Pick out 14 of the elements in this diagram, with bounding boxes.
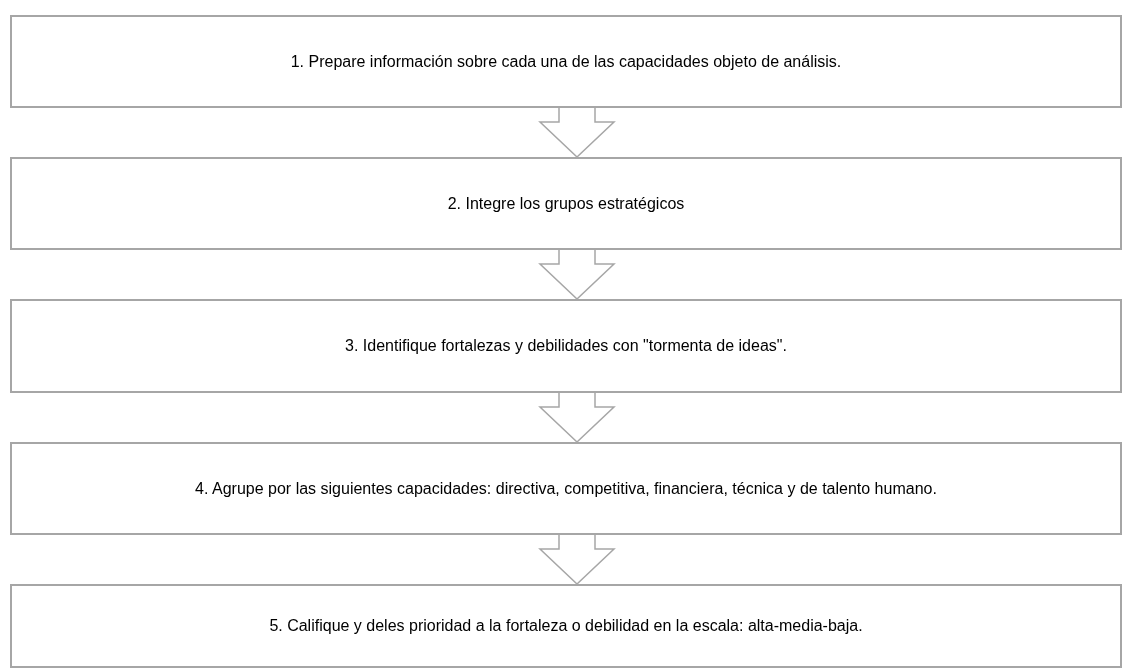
step-text: 5. Califique y deles prioridad a la fortaleza o debilidad en la escala: alta-media-baja. [269,616,863,636]
step-box [10,584,1122,668]
step-text: 4. Agrupe por las siguientes capacidades: directiva, competitiva, financiera, técnica y de talento humano. [195,478,937,499]
block-arrow [538,107,616,159]
step-text: 1. Prepare información sobre cada una de las capacidades objeto de análisis. [290,51,842,72]
step-box [10,299,1122,393]
step-box [10,442,1122,535]
block-arrow [538,534,616,586]
block-arrow [538,392,616,444]
block-arrow [538,249,616,301]
step-box [10,15,1122,108]
step-text: 3. Identifique fortalezas y debilidades con "tormenta de ideas". [345,336,787,356]
step-box [10,157,1122,250]
step-text: 2. Integre los grupos estratégicos [447,193,685,214]
